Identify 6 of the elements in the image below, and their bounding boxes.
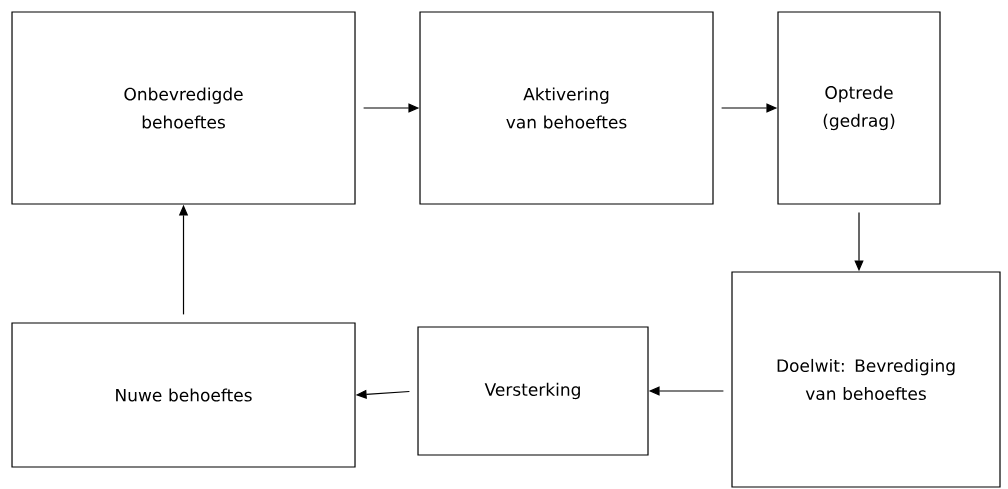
process-box: Versterking	[417, 326, 649, 456]
process-box: Doelwit: Bevrediging van behoeftes	[731, 271, 1001, 488]
process-box: Nuwe behoeftes	[11, 322, 356, 468]
process-box: Aktivering van behoeftes	[419, 11, 714, 205]
process-box: Onbevredigde behoeftes	[11, 11, 356, 205]
process-box: Optrede (gedrag)	[777, 11, 941, 205]
